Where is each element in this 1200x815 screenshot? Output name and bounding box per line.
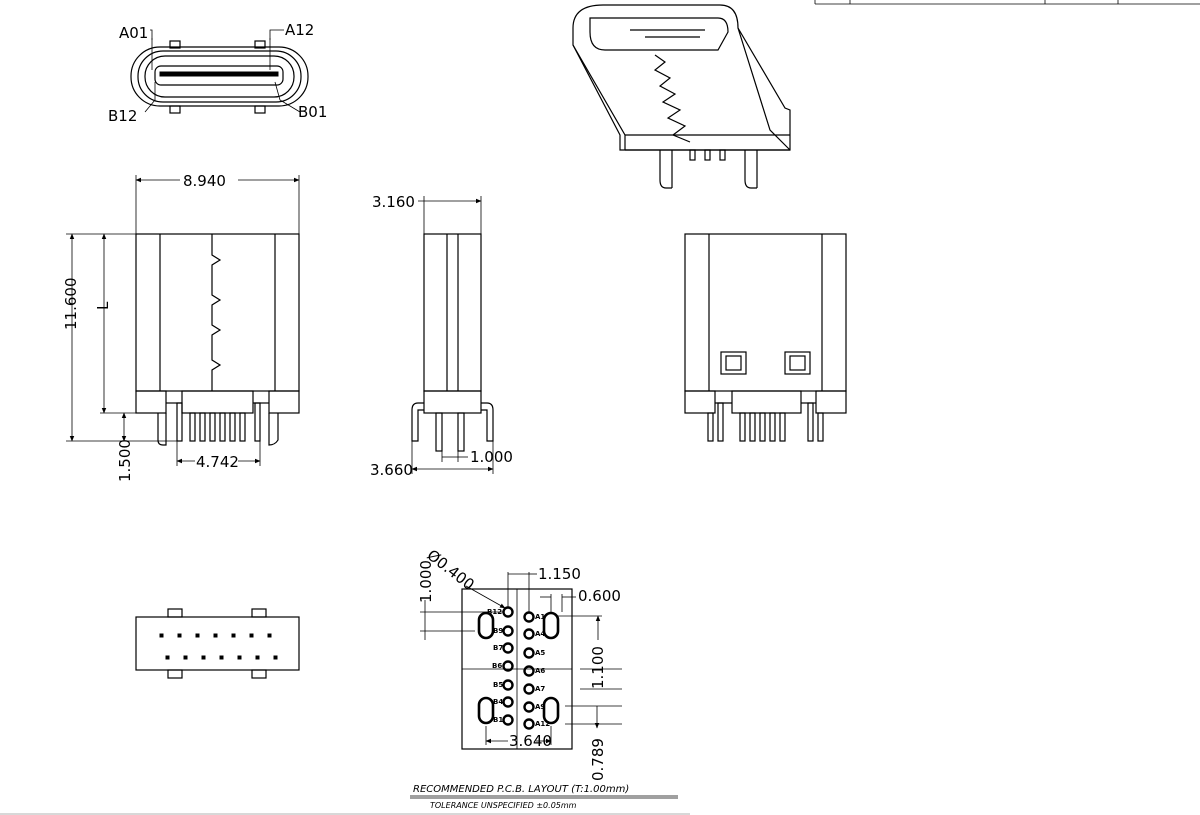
pcb-pin-b7: B7 <box>493 644 503 652</box>
pcb-pin-b5: B5 <box>493 681 503 689</box>
pcb-pin-b6: B6 <box>492 662 502 670</box>
pcb-pin-a6: A6 <box>535 667 545 675</box>
dim-pin-pitch: 1.000 <box>470 448 513 466</box>
dim-width: 8.940 <box>183 172 226 190</box>
dim-height: 11.600 <box>62 278 80 331</box>
bottom-view <box>135 608 300 679</box>
rear-view <box>684 233 847 442</box>
pcb-pin-b1: B1 <box>493 716 503 724</box>
dim-pin-height: 1.500 <box>116 439 134 482</box>
pcb-pin-b4: B4 <box>493 698 503 706</box>
dim-thickness: 3.160 <box>372 193 415 211</box>
dim-slot-spacing: 1.100 <box>589 646 607 689</box>
pcb-pin-a12: A12 <box>535 720 550 728</box>
pcb-pin-a9: A9 <box>535 703 545 711</box>
pcb-pin-a1: A1 <box>535 613 545 621</box>
pcb-pin-a4: A4 <box>535 630 545 638</box>
pin-label-b01: B01 <box>298 103 327 121</box>
dim-foot-span: 3.660 <box>370 461 413 479</box>
dim-length: L <box>94 301 112 310</box>
dim-pin-span: 4.742 <box>196 453 239 471</box>
pcb-pin-a5: A5 <box>535 649 545 657</box>
pcb-pin-a7: A7 <box>535 685 545 693</box>
isometric-view <box>572 4 791 189</box>
pin-label-a01: A01 <box>119 24 148 42</box>
pcb-pin-b9: B9 <box>493 627 503 635</box>
dim-pad-offset: 0.600 <box>578 587 621 605</box>
dim-span: 3.640 <box>509 732 552 750</box>
dim-col-spacing: 1.150 <box>538 565 581 583</box>
dim-bottom-offset: 0.789 <box>589 738 607 781</box>
mating-face-view: A01 A12 B12 B01 <box>108 21 327 125</box>
front-view: 8.940 11.600 L 1.500 4.742 <box>62 172 300 482</box>
pin-label-a12: A12 <box>285 21 314 39</box>
pin-label-b12: B12 <box>108 107 137 125</box>
dim-row-pitch: 1.000 <box>417 560 435 603</box>
side-view: 3.160 3.660 1.000 <box>370 193 513 479</box>
title-block-fragment <box>814 0 1200 5</box>
tolerance-note: TOLERANCE UNSPECIFIED ±0.05mm <box>430 801 577 810</box>
pcb-layout-title: RECOMMENDED P.C.B. LAYOUT (T:1.00mm) <box>413 784 629 795</box>
pcb-layout: B12 B9 B7 B6 B5 B4 B1 A1 A4 A5 A6 A7 A9 … <box>0 546 690 815</box>
